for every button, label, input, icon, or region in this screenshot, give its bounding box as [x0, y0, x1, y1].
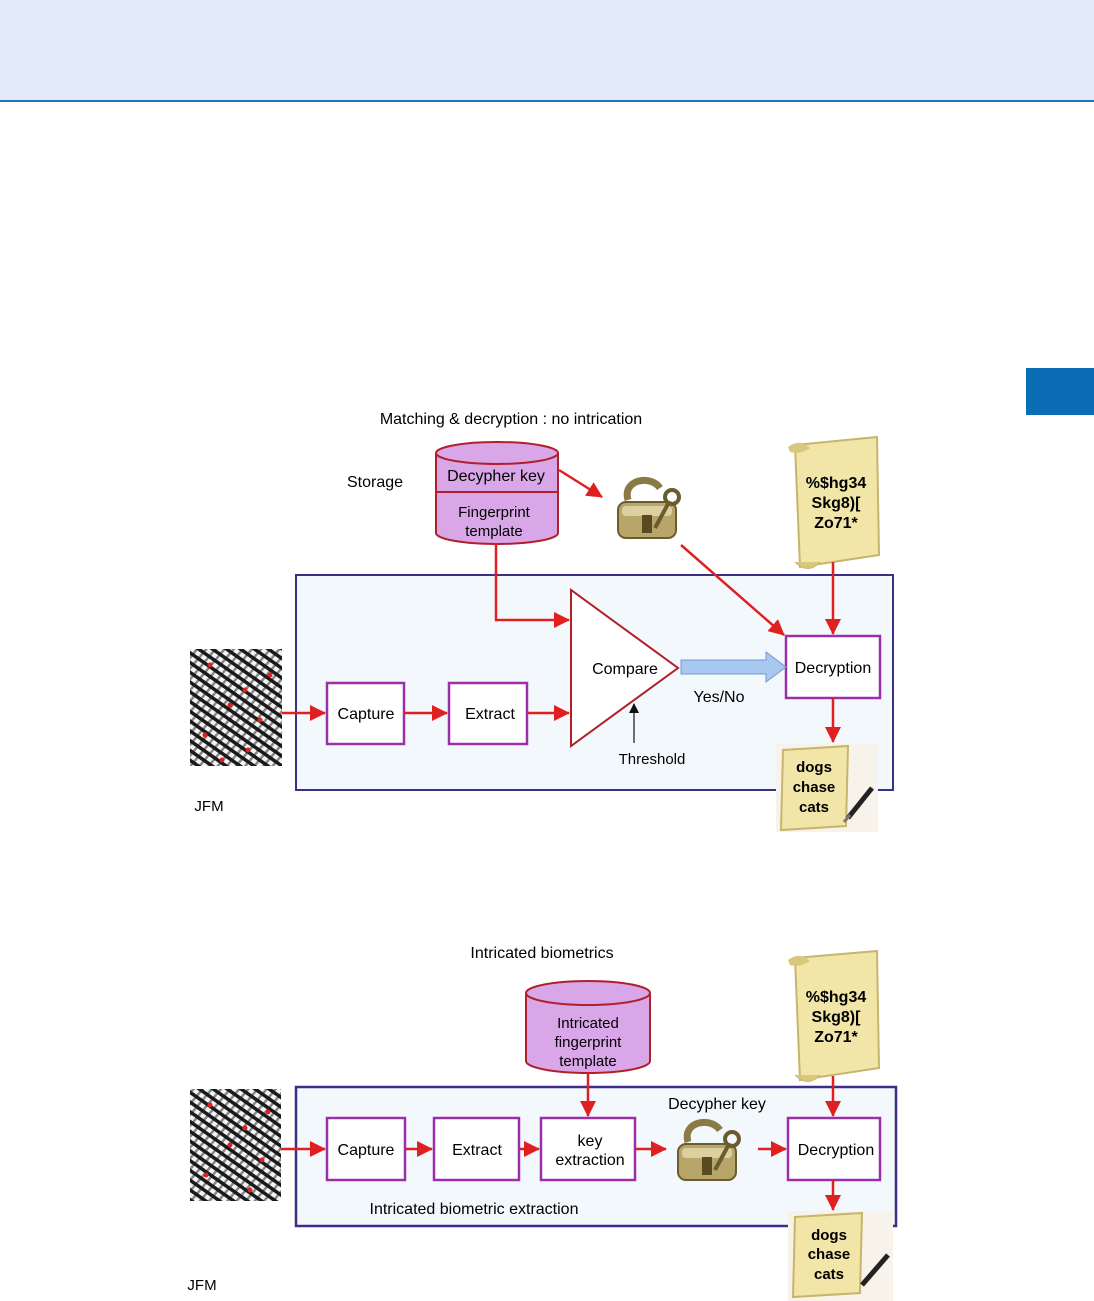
fingerprint-image-2 — [190, 1089, 281, 1201]
yesno-arrow — [680, 651, 787, 683]
intricated-db-line-3: template — [559, 1053, 617, 1070]
extract-label: Extract — [465, 706, 515, 723]
key-extraction-line-2: extraction — [555, 1152, 624, 1169]
decryption-box — [784, 634, 882, 700]
diagram-matching-decryption: Matching & decryption : no intrication S… — [190, 411, 894, 832]
fingerprint-template-label-2: template — [465, 523, 523, 540]
padlock-icon — [617, 476, 681, 539]
page-header-band — [0, 0, 1094, 102]
extract-box — [447, 681, 529, 746]
decryption-box-2 — [786, 1116, 882, 1182]
plain2-line-3: cats — [814, 1266, 844, 1283]
decryption-label: Decryption — [795, 660, 871, 677]
storage-label: Storage — [347, 474, 403, 491]
plaintext-scroll-icon — [776, 744, 878, 832]
intricated-db-line-1: Intricated — [557, 1015, 619, 1032]
key-extraction-line-1: key — [578, 1133, 603, 1150]
cipher2-line-3: Zo71* — [814, 1029, 858, 1046]
flow-arrows-2 — [281, 1073, 841, 1211]
chapter-tab — [1026, 368, 1094, 415]
extract-box-2 — [432, 1116, 521, 1182]
fingerprint-template-label-1: Fingerprint — [458, 504, 531, 521]
threshold-label: Threshold — [619, 751, 686, 768]
diagram2-title: Intricated biometrics — [470, 945, 613, 962]
plain2-line-1: dogs — [811, 1227, 847, 1244]
ciphertext-scroll-icon-2 — [788, 949, 881, 1082]
capture-label-2: Capture — [338, 1142, 395, 1159]
cipher2-line-2: Skg8)[ — [812, 1009, 862, 1026]
decypher-key-label: Decypher key — [447, 468, 545, 485]
decryption-label-2: Decryption — [798, 1142, 874, 1159]
diagram-intricated-biometrics: Intricated biometrics Intricated fingerp… — [187, 945, 898, 1301]
padlock-icon-2 — [677, 1118, 741, 1181]
compare-label: Compare — [592, 661, 658, 678]
cipher-line-2: Skg8)[ — [812, 495, 862, 512]
capture-label: Capture — [338, 706, 395, 723]
plain-line-3: cats — [799, 799, 829, 816]
cipher-line-3: Zo71* — [814, 515, 858, 532]
plain2-line-2: chase — [808, 1246, 851, 1263]
plain-line-2: chase — [793, 779, 836, 796]
credit-label: JFM — [194, 798, 223, 815]
plaintext-scroll-icon-2 — [788, 1211, 893, 1301]
fingerprint-image — [190, 649, 282, 766]
diagram1-title: Matching & decryption : no intrication — [380, 411, 642, 428]
credit-label-2: JFM — [187, 1277, 216, 1294]
yesno-label: Yes/No — [694, 689, 745, 706]
key-extraction-box — [539, 1116, 637, 1182]
capture-box — [325, 681, 406, 746]
flow-arrows — [282, 468, 841, 743]
intricated-db-line-2: fingerprint — [555, 1034, 623, 1051]
ciphertext-scroll-icon — [788, 435, 881, 569]
cipher-line-1: %$hg34 — [806, 475, 867, 492]
intricated-database — [525, 980, 651, 1074]
compare-triangle — [570, 588, 680, 748]
storage-database — [435, 441, 559, 545]
extract-label-2: Extract — [452, 1142, 502, 1159]
decypher-key-label-2: Decypher key — [668, 1096, 766, 1113]
extraction-label: Intricated biometric extraction — [370, 1201, 579, 1218]
plain-line-1: dogs — [796, 759, 832, 776]
cipher2-line-1: %$hg34 — [806, 989, 867, 1006]
